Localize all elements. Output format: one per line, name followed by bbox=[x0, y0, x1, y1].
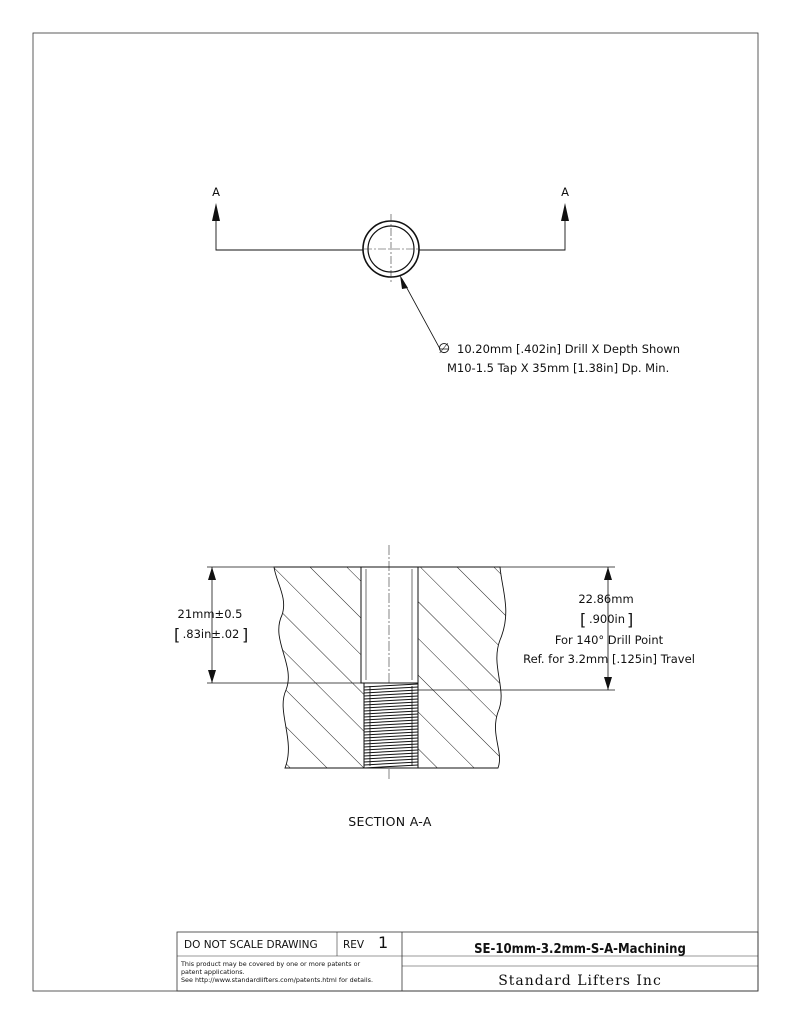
thread-line bbox=[364, 686, 418, 691]
dim-right-bracket-close: ] bbox=[627, 610, 633, 629]
section-arrow-right bbox=[561, 203, 569, 221]
thread-line bbox=[364, 731, 418, 736]
thread-line bbox=[364, 758, 418, 763]
section-view: 21mm±0.5 [ .83in±.02 ] 22.86mm [ .900in … bbox=[174, 545, 695, 829]
thread-line bbox=[364, 734, 418, 739]
section-arrow-left bbox=[212, 203, 220, 221]
thread-line bbox=[364, 755, 418, 760]
section-caption: SECTION A-A bbox=[348, 814, 432, 829]
callout-line-2: M10-1.5 Tap X 35mm [1.38in] Dp. Min. bbox=[447, 361, 669, 375]
thread-line bbox=[364, 710, 418, 715]
thread-line bbox=[364, 713, 418, 718]
callout-line-1: 10.20mm [.402in] Drill X Depth Shown bbox=[457, 342, 680, 356]
thread-line bbox=[364, 746, 418, 751]
rev-label: REV bbox=[343, 939, 365, 951]
drill-bore bbox=[360, 566, 419, 684]
company-name: Standard Lifters Inc bbox=[498, 973, 662, 989]
thread-line bbox=[364, 683, 418, 688]
callout-leader-arrow bbox=[400, 275, 408, 289]
material-right bbox=[417, 566, 507, 769]
dim-right-line-4: Ref. for 3.2mm [.125in] Travel bbox=[523, 652, 695, 666]
dim-right-bracket-open: [ bbox=[580, 610, 586, 629]
dim-left-line-1: 21mm±0.5 bbox=[178, 607, 243, 621]
thread-line bbox=[364, 737, 418, 742]
dim-right-line-1: 22.86mm bbox=[578, 592, 633, 606]
thread-line bbox=[364, 740, 418, 745]
rev-value: 1 bbox=[378, 933, 388, 952]
thread-line bbox=[364, 698, 418, 703]
title-block: DO NOT SCALE DRAWING REV 1 This product … bbox=[176, 931, 759, 992]
patent-notice-line-3: See http://www.standardlifters.com/paten… bbox=[181, 976, 373, 984]
thread-line bbox=[364, 728, 418, 733]
thread-line bbox=[364, 701, 418, 706]
dim-left-bracket-close: ] bbox=[242, 625, 248, 644]
dim-right-line-2: .900in bbox=[589, 612, 625, 626]
dim-left-arrow-bottom bbox=[208, 670, 216, 683]
dim-right-arrow-top bbox=[604, 567, 612, 580]
thread-line bbox=[364, 722, 418, 727]
thread-line bbox=[364, 761, 418, 766]
drawing-border bbox=[32, 32, 759, 992]
thread-line bbox=[364, 692, 418, 697]
thread-line bbox=[364, 725, 418, 730]
thread-line bbox=[364, 689, 418, 694]
top-view: A A ∅ 10.20mm [.402in] Drill X Depth Sho… bbox=[212, 185, 680, 375]
thread-line bbox=[364, 749, 418, 754]
dim-right-arrow-bottom bbox=[604, 677, 612, 690]
section-marker-left: A bbox=[212, 185, 220, 199]
thread-line bbox=[364, 719, 418, 724]
thread-line bbox=[364, 752, 418, 757]
dim-left-line-2: .83in±.02 bbox=[183, 627, 240, 641]
dim-left-bracket-open: [ bbox=[174, 625, 180, 644]
thread-line bbox=[364, 707, 418, 712]
thread-line bbox=[364, 716, 418, 721]
patent-notice-line-2: patent applications. bbox=[181, 968, 245, 976]
section-marker-right: A bbox=[561, 185, 569, 199]
material-left bbox=[273, 566, 365, 769]
callout-diameter-symbol: ∅ bbox=[438, 341, 450, 357]
dim-left-arrow-top bbox=[208, 567, 216, 580]
thread-line bbox=[364, 704, 418, 709]
thread-line bbox=[364, 743, 418, 748]
part-title: SE-10mm-3.2mm-S-A-Machining bbox=[474, 942, 686, 957]
patent-notice-line-1: This product may be covered by one or mo… bbox=[180, 960, 361, 968]
callout-leader bbox=[401, 278, 448, 350]
tap-threads bbox=[364, 683, 418, 768]
dim-right-line-3: For 140° Drill Point bbox=[555, 633, 664, 647]
thread-line bbox=[364, 764, 418, 768]
thread-line bbox=[364, 695, 418, 700]
do-not-scale-label: DO NOT SCALE DRAWING bbox=[184, 939, 318, 951]
